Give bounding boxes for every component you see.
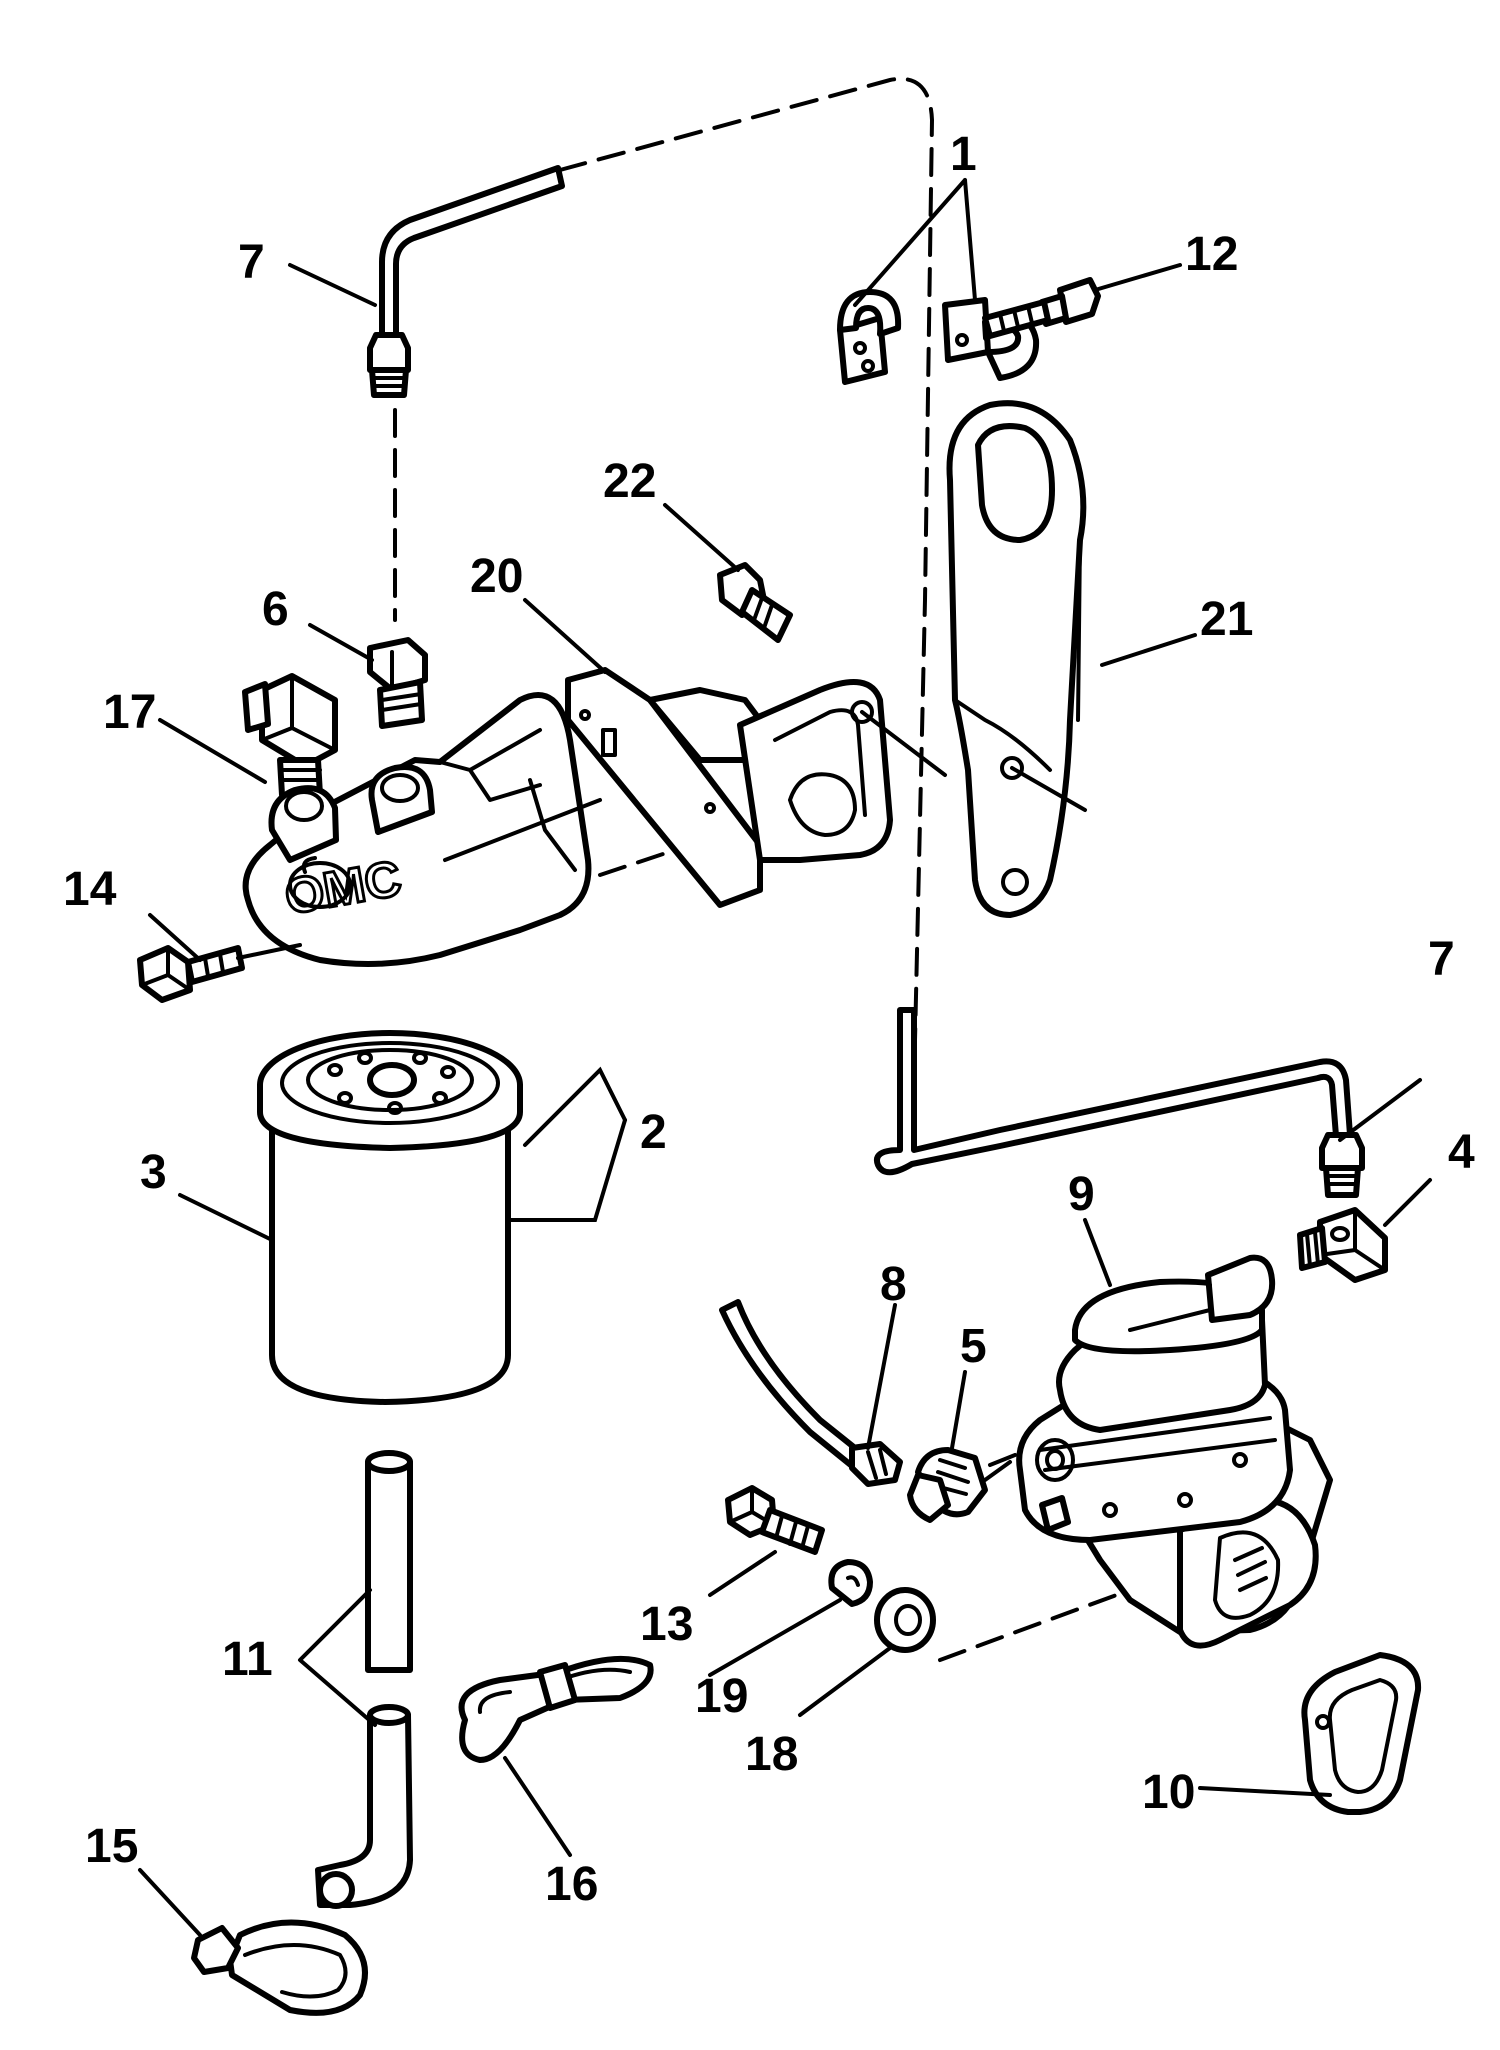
callout-4: 4 (1448, 1126, 1475, 1179)
callout-21: 21 (1200, 593, 1253, 646)
callout-15: 15 (85, 1820, 138, 1873)
callout-3: 3 (140, 1146, 167, 1199)
clamps (837, 289, 1040, 385)
pump-gasket (1301, 1652, 1422, 1815)
callout-labels: 1 12 7 22 20 21 6 17 14 7 2 3 4 9 8 5 13… (63, 128, 1475, 1911)
callout-14: 14 (63, 863, 117, 916)
callout-5: 5 (960, 1320, 987, 1373)
upper-fuel-line (367, 165, 565, 398)
callout-22: 22 (603, 455, 656, 508)
callout-1: 1 (950, 128, 977, 181)
clamp-screw (982, 277, 1101, 339)
callout-8: 8 (880, 1258, 907, 1311)
callout-12: 12 (1185, 228, 1238, 281)
callout-19: 19 (695, 1670, 748, 1723)
callout-11: 11 (222, 1633, 273, 1686)
callout-18: 18 (745, 1728, 798, 1781)
leader-lines (138, 178, 1432, 1937)
washer (874, 1587, 936, 1653)
pump-bolt (725, 1485, 825, 1555)
hose-clamp (458, 1655, 654, 1763)
callout-13: 13 (640, 1598, 693, 1651)
vent-hose (719, 1299, 903, 1487)
filter-canister (257, 1030, 523, 1405)
bracket-arm (946, 400, 1087, 918)
small-elbow (907, 1447, 1012, 1523)
bracket-bolt (717, 562, 793, 643)
elbow-fitting (242, 673, 338, 798)
callout-9: 9 (1068, 1168, 1095, 1221)
fuel-hose (315, 1450, 413, 1909)
callout-17: 17 (103, 686, 156, 739)
hose-strap (191, 1919, 368, 2016)
callout-2: 2 (640, 1106, 667, 1159)
callout-10: 10 (1142, 1766, 1195, 1819)
callout-20: 20 (470, 550, 523, 603)
lock-washer (828, 1559, 873, 1607)
head-screw (137, 943, 302, 1003)
callout-6: 6 (262, 583, 289, 636)
callout-7-upper: 7 (238, 236, 265, 289)
fitting (367, 637, 428, 729)
lower-fuel-line (874, 1007, 1365, 1198)
callout-16: 16 (545, 1858, 598, 1911)
filter-head: OMC (242, 692, 602, 967)
fuel-pump (988, 1254, 1333, 1649)
callout-7-lower: 7 (1428, 933, 1455, 986)
pump-fitting (1297, 1207, 1388, 1283)
mounting-bracket (565, 667, 947, 908)
